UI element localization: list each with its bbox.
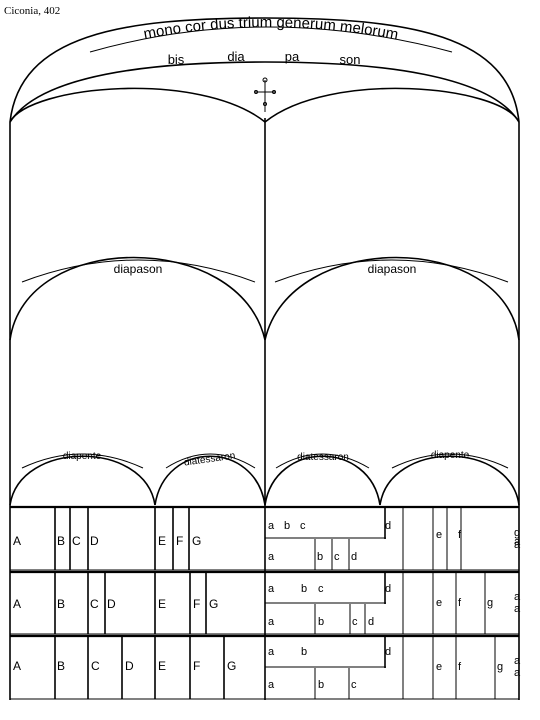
note-lower-1-d: d	[351, 551, 357, 563]
fret-lines	[54, 507, 496, 699]
note-far-2-3: g	[487, 597, 493, 609]
syllable-dia: dia	[227, 49, 245, 64]
note-far-1-3: g	[514, 527, 520, 539]
diatessaron-arch-left	[154, 455, 266, 506]
note-lower-3-c: c	[351, 679, 357, 691]
label-diatessaron-left: diatessaron	[183, 450, 236, 468]
diapente-arch-left	[9, 455, 156, 506]
note-left-2-A: A	[13, 597, 21, 611]
syllable-bis: bis	[168, 52, 185, 67]
note-left-2-G: G	[209, 597, 218, 611]
outer-arch	[9, 17, 520, 123]
note-lower-1-c: c	[334, 551, 340, 563]
top-phrase: mono cor dus trium generum melorum	[142, 14, 399, 43]
note-upper-3-b: b	[301, 646, 307, 658]
note-lower-3-a: a	[268, 679, 275, 691]
note-left-2-E: E	[158, 597, 166, 611]
note-far-3-1: e	[436, 661, 442, 673]
band-1	[21, 453, 144, 469]
note-upper-2-a: a	[268, 583, 275, 595]
note-far-3-5: a	[514, 667, 521, 679]
note-left-2-B: B	[57, 597, 65, 611]
note-left-1-B: B	[57, 534, 65, 548]
band-3	[275, 453, 370, 469]
note-far-2-4: a	[514, 591, 521, 603]
diapente-arch-right	[379, 455, 520, 506]
left-cusp-arch	[9, 87, 266, 123]
diapason-band-right	[274, 259, 509, 283]
diapason-arch-right	[264, 256, 520, 341]
note-far-2-5: a	[514, 603, 521, 615]
note-left-1-A: A	[13, 534, 21, 548]
bisdiapason-arch	[9, 61, 520, 123]
figure-caption: Ciconia, 402	[4, 5, 60, 17]
note-left-2-F: F	[193, 597, 200, 611]
note-left-1-D: D	[90, 534, 99, 548]
note-upper-1-d: d	[385, 520, 391, 532]
right-cusp-arch	[264, 87, 520, 123]
note-far-2-1: e	[436, 597, 442, 609]
note-left-2-D: D	[107, 597, 116, 611]
label-diapente-left: diapente	[63, 451, 102, 462]
note-lower-2-d: d	[368, 616, 374, 628]
note-far-1-2: f	[458, 529, 462, 541]
note-lower-2-a: a	[268, 616, 275, 628]
note-lower-2-c: c	[352, 616, 358, 628]
band-2	[165, 453, 256, 469]
note-left-3-F: F	[193, 659, 200, 673]
note-left-1-C: C	[72, 534, 81, 548]
note-lower-1-b: b	[317, 551, 323, 563]
note-left-1-F: F	[176, 534, 183, 548]
note-upper-2-d: d	[385, 583, 391, 595]
diapason-band-left	[21, 259, 256, 283]
note-left-3-E: E	[158, 659, 166, 673]
note-left-1-E: E	[158, 534, 166, 548]
note-upper-2-c: c	[318, 583, 324, 595]
diapason-arch-left	[9, 256, 266, 341]
note-left-3-C: C	[91, 659, 100, 673]
label-diapente-right: diapente	[431, 450, 470, 461]
note-far-1-4: a	[514, 539, 521, 551]
note-left-2-C: C	[90, 597, 99, 611]
note-upper-1-c: c	[300, 520, 306, 532]
note-far-1-1: e	[436, 529, 442, 541]
note-upper-3-a: a	[268, 646, 275, 658]
note-lower-2-b: b	[318, 616, 324, 628]
note-far-3-3: g	[497, 661, 503, 673]
note-upper-3-d: d	[385, 646, 391, 658]
note-left-1-G: G	[192, 534, 201, 548]
diapason-label-left: diapason	[114, 262, 163, 276]
cross-ornament	[254, 77, 276, 112]
syllable-pa: pa	[285, 49, 300, 64]
note-upper-1-b: b	[284, 520, 290, 532]
note-upper-2-b: b	[301, 583, 307, 595]
syllable-son: son	[340, 52, 361, 67]
diatessaron-arch-right	[264, 455, 381, 506]
note-lower-3-b: b	[318, 679, 324, 691]
note-left-3-G: G	[227, 659, 236, 673]
note-upper-1-a: a	[268, 520, 275, 532]
band-4	[391, 453, 509, 469]
top-text-path	[89, 26, 453, 53]
top-phrase-text: mono cor dus trium generum melorum	[142, 14, 399, 43]
note-left-3-B: B	[57, 659, 65, 673]
note-left-3-D: D	[125, 659, 134, 673]
note-far-3-2: f	[458, 661, 462, 673]
label-diatessaron-right: diatessaron	[297, 452, 349, 463]
note-far-3-4: a	[514, 655, 521, 667]
note-far-2-2: f	[458, 597, 462, 609]
diapason-label-right: diapason	[368, 262, 417, 276]
note-lower-1-a: a	[268, 551, 275, 563]
note-far-1-5: a	[514, 536, 521, 548]
note-left-3-A: A	[13, 659, 21, 673]
